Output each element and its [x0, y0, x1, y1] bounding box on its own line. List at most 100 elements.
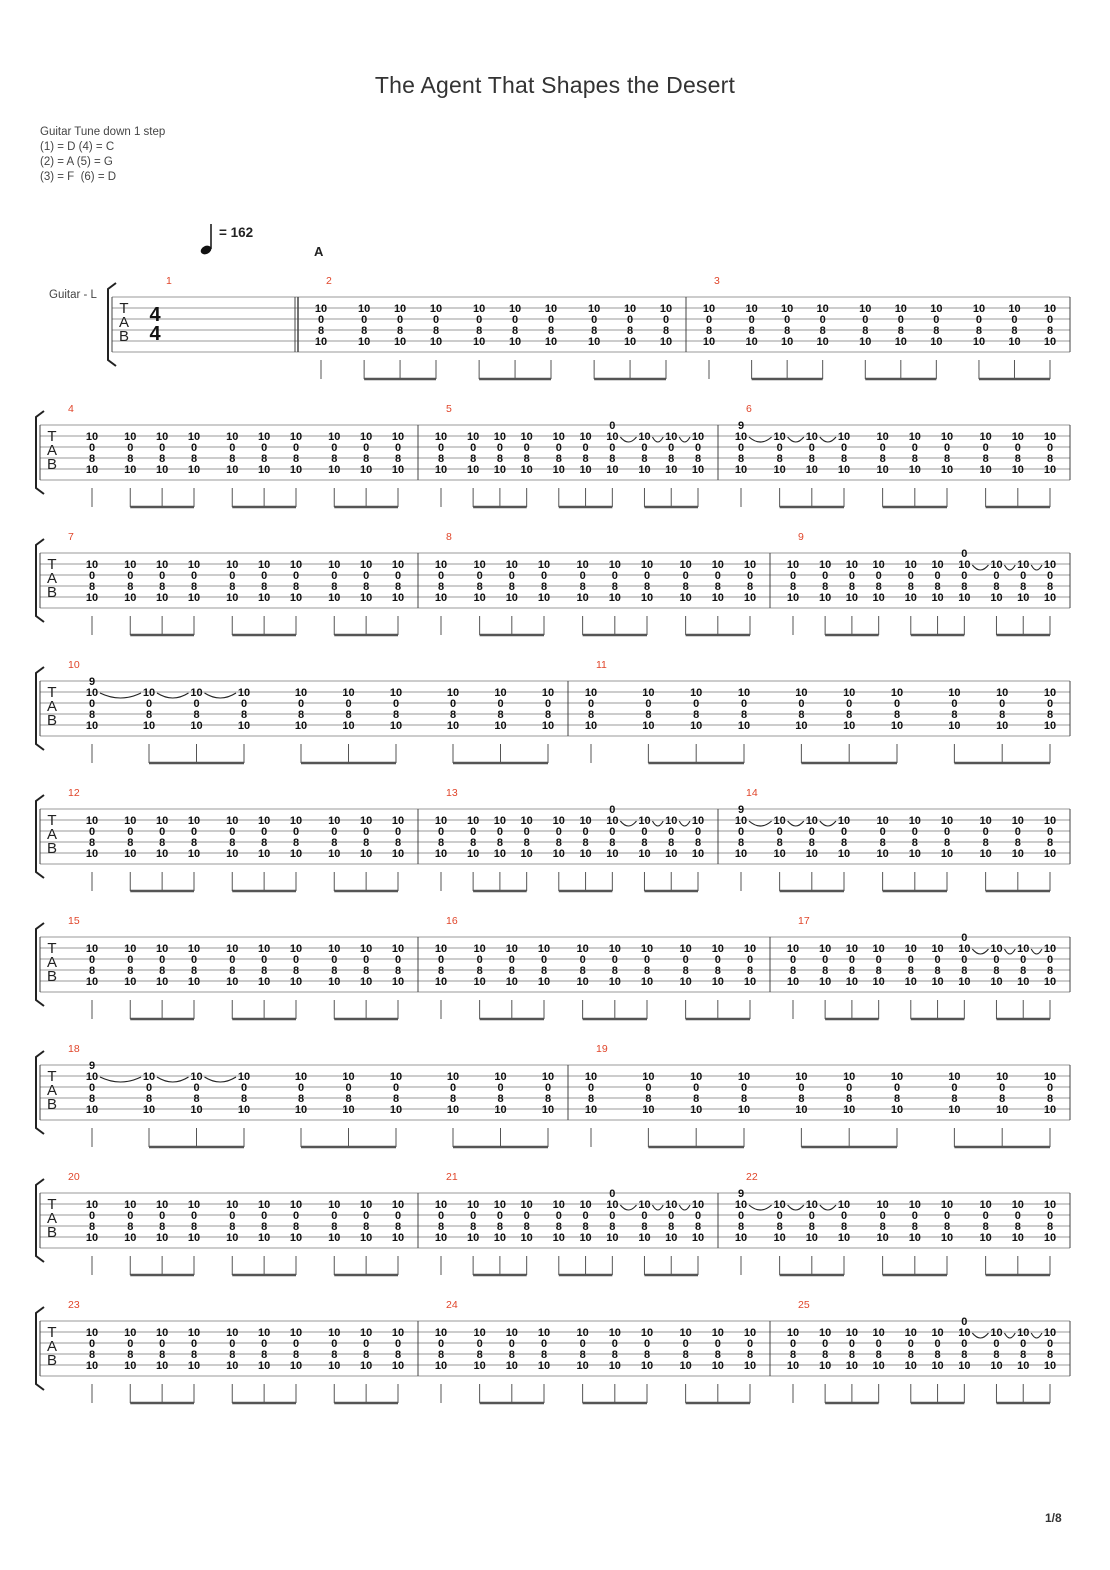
fret-number: 10: [609, 976, 621, 988]
tie-arc: [819, 820, 837, 827]
fret-number: 10: [819, 592, 831, 604]
fret-number: 10: [990, 559, 1002, 571]
fret-number: 0: [395, 442, 401, 454]
fret-number: 0: [715, 570, 721, 582]
fret-number: 10: [806, 464, 818, 476]
fret-number: 10: [877, 1199, 889, 1211]
fret-number: 10: [553, 431, 565, 443]
fret-number: 10: [585, 687, 597, 699]
fret-number: 10: [328, 943, 340, 955]
fret-number: 0: [331, 442, 337, 454]
fret-number: 0: [641, 1210, 647, 1222]
fret-number: 8: [524, 1221, 530, 1233]
fret-number: 0: [645, 698, 651, 710]
fret-number: 8: [627, 325, 633, 337]
tab-clef-letter: A: [47, 826, 57, 843]
fret-number: 8: [470, 1221, 476, 1233]
fret-number: 0: [159, 442, 165, 454]
fret-number: 10: [846, 943, 858, 955]
fret-number: 10: [474, 1360, 486, 1372]
fret-number: 0: [261, 1338, 267, 1350]
fret-number: 10: [156, 848, 168, 860]
fret-number: 10: [996, 687, 1008, 699]
fret-number: 0: [293, 826, 299, 838]
fret-number: 10: [641, 592, 653, 604]
fret-number: 10: [774, 431, 786, 443]
fret-number: 0: [695, 1210, 701, 1222]
fret-number: 8: [846, 1093, 852, 1105]
fret-number: 8: [293, 581, 299, 593]
fret-number: 8: [127, 965, 133, 977]
fret-number: 0: [159, 954, 165, 966]
fret-number: 10: [226, 592, 238, 604]
quarter-note-icon: [200, 224, 212, 255]
fret-number: 0: [509, 954, 515, 966]
fret-number: 8: [876, 581, 882, 593]
fret-number: 10: [931, 592, 943, 604]
fret-number: 0: [876, 1338, 882, 1350]
fret-number: 10: [588, 303, 600, 315]
fret-number: 0: [747, 954, 753, 966]
fret-number: 10: [641, 1327, 653, 1339]
fret-number: 10: [973, 336, 985, 348]
fret-number: 8: [944, 837, 950, 849]
fret-number: 8: [191, 965, 197, 977]
fret-number: 0: [612, 570, 618, 582]
fret-number: 0: [476, 314, 482, 326]
fret-number: 0: [738, 442, 744, 454]
fret-number: 8: [497, 709, 503, 721]
fret-number: 10: [473, 336, 485, 348]
fret-number: 0: [159, 1210, 165, 1222]
fret-number: 0: [159, 570, 165, 582]
fret-number: 8: [395, 837, 401, 849]
fret-number: 8: [1047, 965, 1053, 977]
fret-number: 10: [909, 848, 921, 860]
fret-number: 10: [609, 592, 621, 604]
fret-number: 10: [238, 720, 250, 732]
fret-number: 10: [538, 1360, 550, 1372]
fret-number: 8: [395, 1349, 401, 1361]
fret-number: 10: [1044, 1199, 1056, 1211]
fret-number: 10: [392, 559, 404, 571]
fret-number: 10: [787, 559, 799, 571]
fret-number: 8: [509, 581, 515, 593]
measure-number: 6: [746, 403, 752, 415]
fret-number: 8: [89, 709, 95, 721]
fret-number: 10: [1044, 976, 1056, 988]
tie-arc: [204, 692, 237, 699]
tie-arc: [1003, 1332, 1016, 1339]
fret-number: 10: [156, 1327, 168, 1339]
fret-number: 8: [395, 965, 401, 977]
measure-number: 21: [446, 1171, 458, 1183]
fret-number: 10: [188, 1360, 200, 1372]
fret-number: 8: [146, 1093, 152, 1105]
tab-clef-letter: T: [47, 1324, 56, 1341]
fret-number: 10: [692, 848, 704, 860]
fret-number: 10: [1008, 336, 1020, 348]
fret-number: 10: [1044, 848, 1056, 860]
fret-number: 8: [849, 581, 855, 593]
tempo-value: = 162: [219, 225, 254, 240]
tab-clef-letter: B: [47, 1352, 57, 1369]
fret-number: 0: [261, 826, 267, 838]
fret-number: 10: [795, 687, 807, 699]
fret-number: 0: [583, 1210, 589, 1222]
fret-number: 0: [497, 1210, 503, 1222]
fret-number: 8: [715, 581, 721, 593]
fret-number: 0: [880, 442, 886, 454]
tuning-line-1: (1) = D (4) = C: [40, 141, 115, 153]
fret-number: 8: [509, 965, 515, 977]
fret-number: 8: [1020, 965, 1026, 977]
fret-number: 8: [580, 1349, 586, 1361]
measure-number: 15: [68, 915, 80, 927]
fret-number: 10: [1044, 336, 1056, 348]
fret-number: 10: [703, 303, 715, 315]
fret-number: 10: [642, 1104, 654, 1116]
fret-number: 10: [394, 303, 406, 315]
tab-clef-letter: T: [47, 1068, 56, 1085]
fret-number: 10: [542, 720, 554, 732]
fret-number: 0: [393, 1082, 399, 1094]
measure-number: 13: [446, 787, 458, 799]
fret-number: 0: [784, 314, 790, 326]
